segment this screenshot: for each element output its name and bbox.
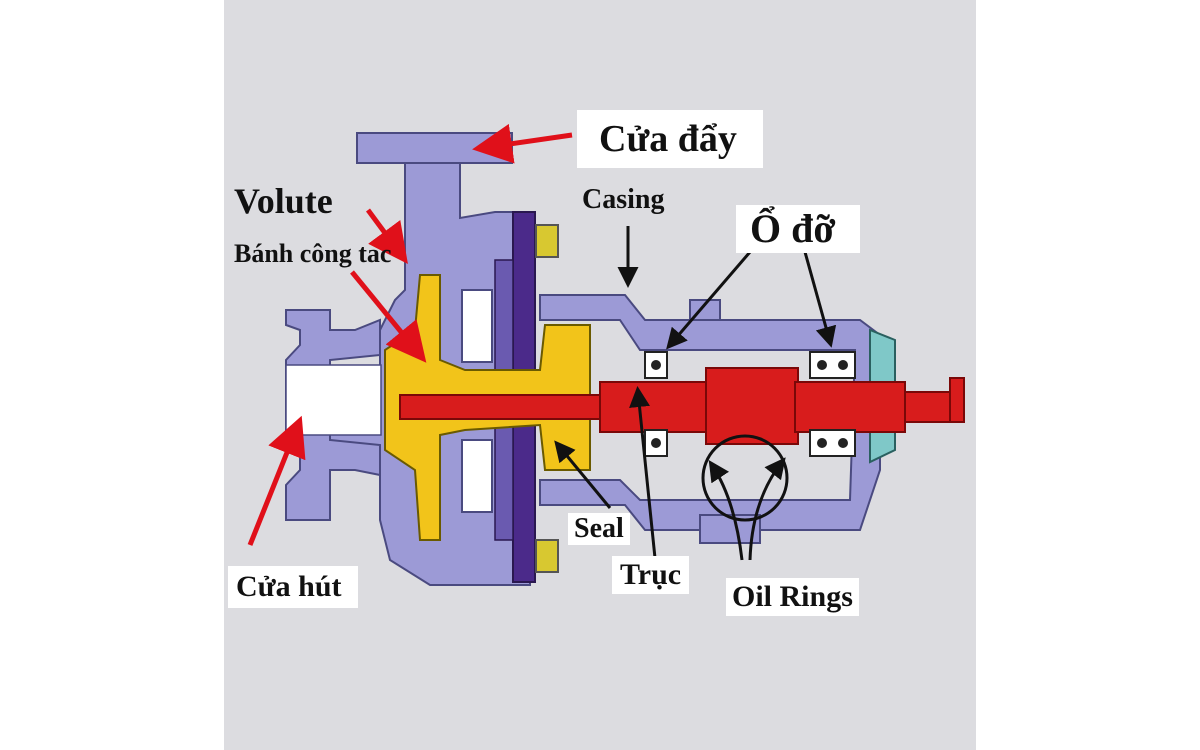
bolt-bottom	[535, 539, 559, 573]
bolt-top	[535, 224, 559, 258]
arrow-impeller	[350, 270, 427, 363]
arrow-seal	[554, 440, 612, 509]
arrow-volute	[365, 208, 408, 265]
label-impeller: Bánh công tac	[234, 239, 392, 268]
label-shaft: Trục	[612, 556, 690, 594]
arrow-oil-right	[748, 457, 786, 561]
arrow-suction	[247, 415, 306, 546]
bearing-balls	[651, 360, 848, 448]
arrow-oil-left	[708, 459, 744, 561]
label-volute: Volute	[234, 181, 333, 221]
label-bearing: Ổ đỡ	[736, 205, 860, 253]
casing-windows	[461, 289, 493, 513]
black-arrows	[554, 226, 837, 561]
arrow-shaft	[629, 386, 657, 559]
label-discharge: Cửa đẩy	[577, 110, 763, 168]
suction-nozzle	[285, 309, 381, 521]
bearing-housing	[539, 294, 881, 544]
oil-ring	[701, 434, 789, 522]
shaft	[399, 367, 965, 445]
arrow-discharge	[472, 123, 573, 164]
label-seal: Seal	[568, 513, 630, 545]
label-casing: Casing	[582, 184, 665, 215]
suction-opening	[285, 364, 382, 436]
bolts	[535, 224, 559, 573]
arrow-bearing-left	[666, 251, 752, 350]
arrow-bearing-right	[803, 251, 837, 348]
label-oil-rings: Oil Rings	[726, 578, 859, 616]
red-arrows	[247, 123, 573, 546]
label-suction: Cửa hút	[228, 566, 358, 608]
